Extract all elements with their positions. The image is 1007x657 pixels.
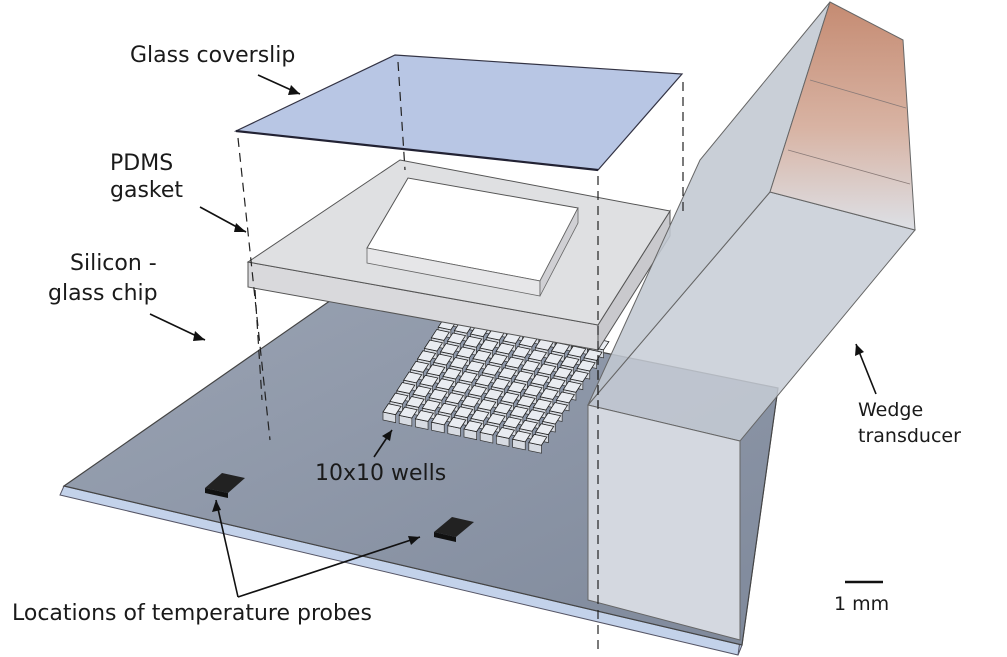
temperature-probe-2 (434, 517, 474, 542)
temperature-probe-1 (205, 473, 245, 498)
pdms-gasket (246, 159, 671, 352)
wedge-transducer (587, 1, 916, 641)
well (463, 420, 483, 441)
label-scale: 1 mm (834, 593, 889, 615)
glass-coverslip (233, 54, 684, 172)
well (528, 433, 548, 454)
label-pdms-line2: gasket (110, 178, 183, 203)
arrow-probe-1 (215, 499, 239, 598)
well (414, 410, 435, 430)
well (398, 406, 418, 427)
gasket-opening-side-wall (539, 207, 579, 297)
wedge-front-face (587, 404, 741, 641)
wedge-transducer-face (769, 1, 916, 231)
well-array (382, 307, 610, 454)
label-silicon-line1: Silicon - (70, 251, 157, 276)
well (479, 423, 499, 444)
label-temperature-probes: Locations of temperature probes (12, 601, 372, 626)
label-pdms-line1: PDMS (110, 151, 173, 176)
label-wedge-line1: Wedge (858, 399, 923, 421)
well (382, 403, 402, 424)
coverslip-top (233, 54, 684, 171)
arrow-probe-2 (237, 536, 421, 598)
well (447, 416, 467, 437)
label-wells: 10x10 wells (315, 461, 446, 486)
well (495, 427, 516, 447)
alignment-guide-lines (237, 61, 684, 655)
label-silicon-line2: glass chip (48, 281, 158, 306)
label-wedge-line2: transducer (858, 425, 961, 447)
label-glass-coverslip: Glass coverslip (130, 43, 295, 68)
well (511, 430, 532, 451)
well (430, 413, 451, 434)
